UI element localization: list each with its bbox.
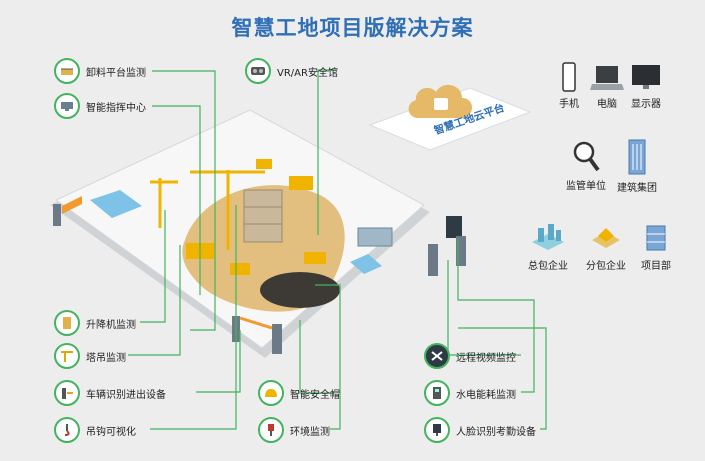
org-label: 建筑集团 [617,183,657,194]
turnstile [456,236,466,266]
feature-label: 车辆识别进出设备 [86,389,166,401]
feature-label: VR/AR安全馆 [277,67,338,79]
feature-label: 人脸识别考勤设备 [456,426,536,438]
feature-label: 吊钩可视化 [86,426,136,438]
cloud-icon [408,84,473,118]
device-label: 手机 [559,99,579,110]
feature-label: 升降机监测 [86,319,136,331]
feature-face-attendance[interactable]: 人脸识别考勤设备 [424,417,536,443]
feature-label: 水电能耗监测 [456,389,516,401]
feature-environment[interactable]: 环境监测 [258,417,330,443]
org-label: 监管单位 [566,181,606,192]
helmet-icon [258,380,284,406]
pool-small [350,254,382,274]
feature-remote-video[interactable]: 远程视频监控 [424,343,516,369]
feature-label: 远程视频监控 [456,352,516,364]
device-phone: 手机 [554,62,584,110]
contractor-icon [532,224,564,250]
phone-icon [562,62,576,92]
device-laptop: 电脑 [589,64,625,110]
feature-tower-crane[interactable]: 塔吊监测 [54,343,126,369]
gate-post-left [53,204,61,226]
feature-vr-ar[interactable]: VR/AR安全馆 [245,58,338,84]
org-construction-group: 建筑集团 [613,138,661,194]
feature-label: 卸料平台监测 [86,67,146,79]
magnifier-icon [573,141,600,172]
gate-post-right [428,244,438,276]
page-title: 智慧工地项目版解决方案 [231,16,474,40]
org-regulator: 监管单位 [563,140,609,192]
org-label: 总包企业 [528,261,568,272]
feature-energy-meter[interactable]: 水电能耗监测 [424,380,516,406]
roller [256,159,272,169]
org-label: 项目部 [641,261,671,272]
tower-crane [190,170,265,250]
elevator-icon [54,310,80,336]
feature-command-center[interactable]: 智能指挥中心 [54,93,146,119]
gate-post-front-2 [272,324,282,354]
loader [230,263,250,275]
laptop-icon [590,66,624,90]
device-label: 电脑 [597,99,617,110]
meter-icon [424,380,450,406]
org-general-contractor: 总包企业 [524,220,572,272]
feature-label: 智能指挥中心 [86,102,146,114]
vehicle-gate-icon [54,380,80,406]
feature-smart-helmet[interactable]: 智能安全帽 [258,380,340,406]
tower-crane-2 [150,178,178,228]
camera-icon [424,343,450,369]
feature-label: 塔吊监测 [86,352,126,364]
project-office-icon [646,225,666,251]
excavation-pit [260,272,340,308]
device-monitor: 显示器 [626,64,666,110]
pool [90,190,142,218]
building-frame [243,189,283,243]
platform-icon [54,58,80,84]
building-icon [628,139,646,175]
org-project-office: 项目部 [636,222,676,272]
vr-headset-icon [245,58,271,84]
feature-hook-visual[interactable]: 吊钩可视化 [54,417,136,443]
command-center-icon [54,93,80,119]
device-label: 显示器 [631,99,661,110]
monitor-icon [632,65,660,89]
org-label: 分包企业 [586,261,626,272]
excavator [304,252,326,264]
face-terminal [446,216,462,238]
feature-elevator[interactable]: 升降机监测 [54,310,136,336]
site-office [357,227,393,247]
face-recognition-icon [424,417,450,443]
mixer-truck [289,176,313,190]
tower-crane-icon [54,343,80,369]
feature-label: 智能安全帽 [290,389,340,401]
hook-camera-icon [54,417,80,443]
feature-vehicle-gate[interactable]: 车辆识别进出设备 [54,380,166,406]
gate-barrier-left [62,196,82,214]
org-subcontractor: 分包企业 [582,222,630,272]
subcontractor-icon [592,228,620,248]
feature-label: 环境监测 [290,426,330,438]
environment-sensor-icon [258,417,284,443]
feature-unloading-platform[interactable]: 卸料平台监测 [54,58,146,84]
